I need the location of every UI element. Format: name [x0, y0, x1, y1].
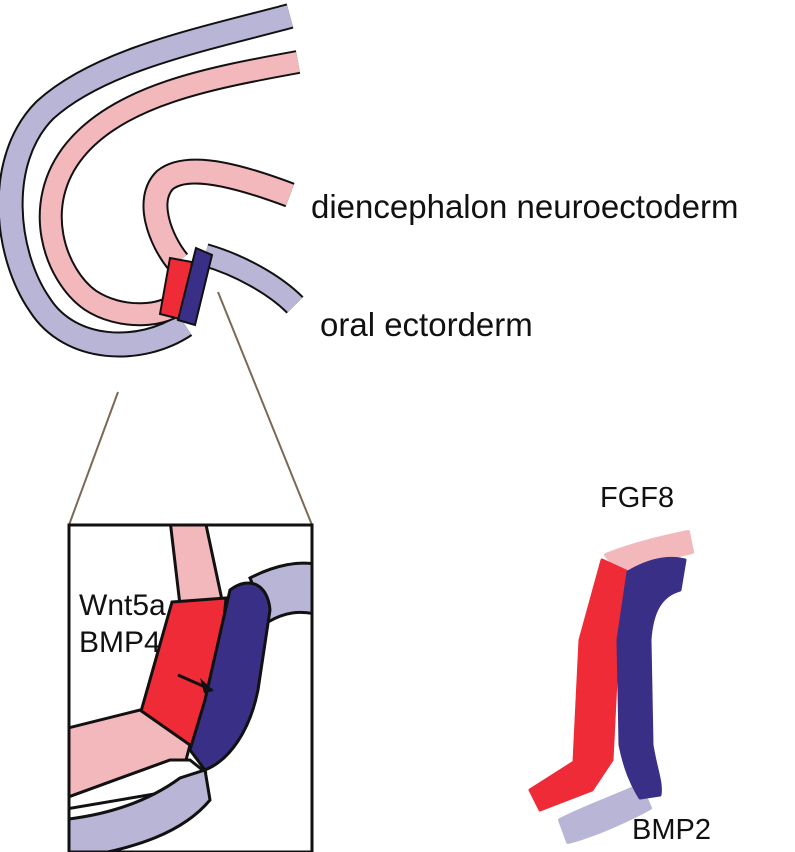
zoom-guide-right	[218, 292, 312, 525]
zoom-inset	[60, 520, 320, 852]
tissue-overview	[11, 16, 312, 525]
expression-domains	[530, 532, 692, 842]
navy-signaling-domain	[618, 558, 685, 798]
zoom-guide-left	[69, 392, 118, 525]
wnt5a-bmp4-domain	[530, 560, 628, 810]
label-bmp4: BMP4	[79, 626, 161, 659]
label-oral-ectoderm: oral ectorderm	[320, 306, 533, 343]
label-bmp2: BMP2	[632, 814, 711, 846]
label-fgf8: FGF8	[600, 482, 674, 514]
label-wnt5a: Wnt5a	[79, 589, 166, 622]
label-diencephalon: diencephalon neuroectoderm	[311, 188, 738, 225]
